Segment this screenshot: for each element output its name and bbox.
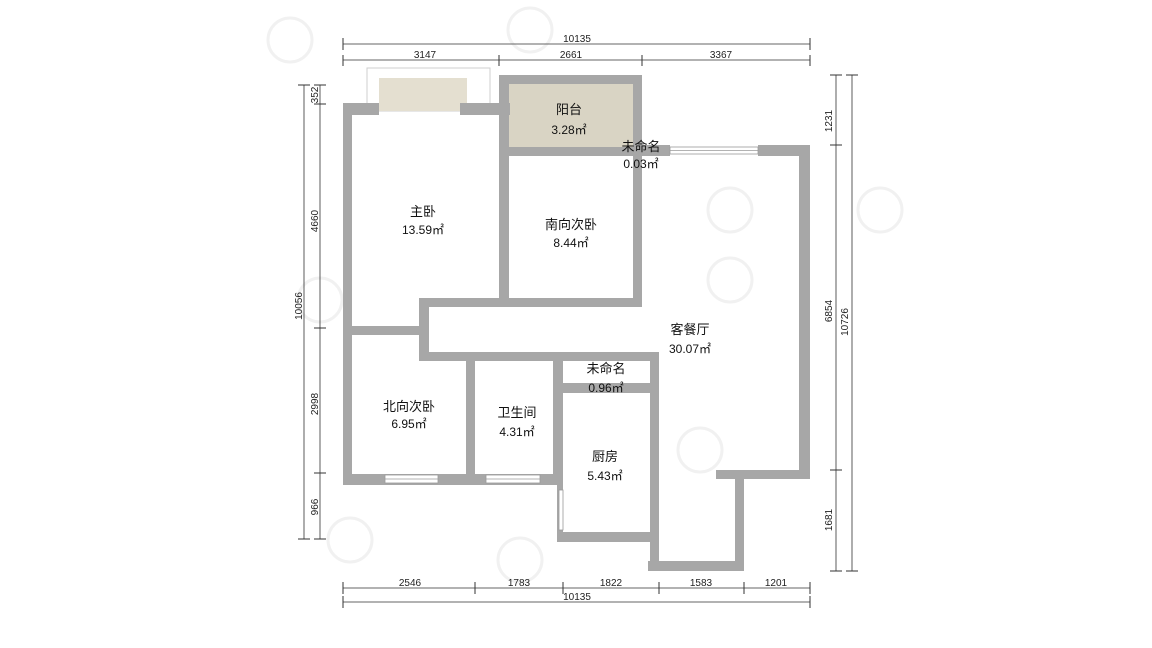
- room-name: 客餐厅: [670, 322, 709, 338]
- room-name: 主卧: [410, 205, 436, 220]
- dim-right-1: 1231: [824, 109, 835, 132]
- bay-window-floor: [379, 78, 467, 111]
- room-name: 北向次卧: [383, 399, 435, 415]
- room-name: 南向次卧: [545, 217, 597, 233]
- room-master-bedroom: 主卧 13.59㎡: [402, 205, 444, 237]
- room-living-dining: 客餐厅 30.07㎡: [669, 322, 711, 356]
- room-unnamed-mid: 未命名 0.96㎡: [586, 361, 625, 395]
- walls: [343, 75, 810, 571]
- dim-bottom-4: 1583: [690, 578, 713, 589]
- room-balcony: 阳台 3.28㎡: [551, 103, 586, 137]
- dim-bottom-2: 1783: [508, 578, 531, 589]
- dimension-left: 10056 352 4660 2998 966: [294, 84, 326, 540]
- dim-top-3: 3367: [710, 50, 733, 61]
- room-area: 0.96㎡: [588, 381, 623, 395]
- room-area: 5.43㎡: [587, 469, 622, 483]
- room-name: 未命名: [621, 139, 660, 155]
- room-name: 未命名: [586, 361, 625, 377]
- dimension-top: 10135 3147 2661 3367: [342, 34, 811, 66]
- room-area: 6.95㎡: [391, 417, 426, 431]
- dim-left-4: 966: [310, 498, 321, 515]
- dim-bottom-1: 2546: [399, 578, 422, 589]
- dim-right-2: 6854: [824, 299, 835, 322]
- dim-left-2: 4660: [310, 209, 321, 232]
- dim-top-1: 3147: [414, 50, 437, 61]
- room-name: 厨房: [592, 449, 618, 465]
- dim-top-total: 10135: [563, 34, 591, 45]
- room-bathroom: 卫生间 4.31㎡: [497, 406, 536, 439]
- dim-bottom-3: 1822: [600, 578, 623, 589]
- room-kitchen: 厨房 5.43㎡: [587, 449, 622, 483]
- room-area: 4.31㎡: [499, 425, 534, 439]
- dim-bottom-total: 10135: [563, 592, 591, 603]
- dim-left-total: 10056: [294, 292, 305, 320]
- room-area: 13.59㎡: [402, 223, 444, 237]
- room-area: 0.03㎡: [623, 157, 658, 171]
- room-name: 卫生间: [497, 406, 536, 421]
- dim-left-3: 2998: [310, 392, 321, 415]
- room-unnamed-top: 未命名 0.03㎡: [621, 139, 660, 171]
- windows: [384, 146, 759, 531]
- dim-top-2: 2661: [560, 50, 583, 61]
- dim-right-total: 10726: [840, 308, 851, 336]
- dimension-bottom: 2546 1783 1822 1583 1201 10135: [342, 578, 811, 608]
- room-name: 阳台: [556, 103, 582, 118]
- room-area: 30.07㎡: [669, 342, 711, 356]
- room-south-bedroom: 南向次卧 8.44㎡: [545, 217, 597, 250]
- dimension-right: 1231 6854 1681 10726: [824, 74, 858, 572]
- dim-right-3: 1681: [824, 508, 835, 531]
- room-north-bedroom: 北向次卧 6.95㎡: [383, 399, 435, 431]
- dim-bottom-5: 1201: [765, 578, 788, 589]
- balcony-floor: [509, 83, 633, 147]
- room-area: 3.28㎡: [551, 123, 586, 137]
- room-area: 8.44㎡: [553, 236, 588, 250]
- dim-left-1: 352: [310, 86, 321, 103]
